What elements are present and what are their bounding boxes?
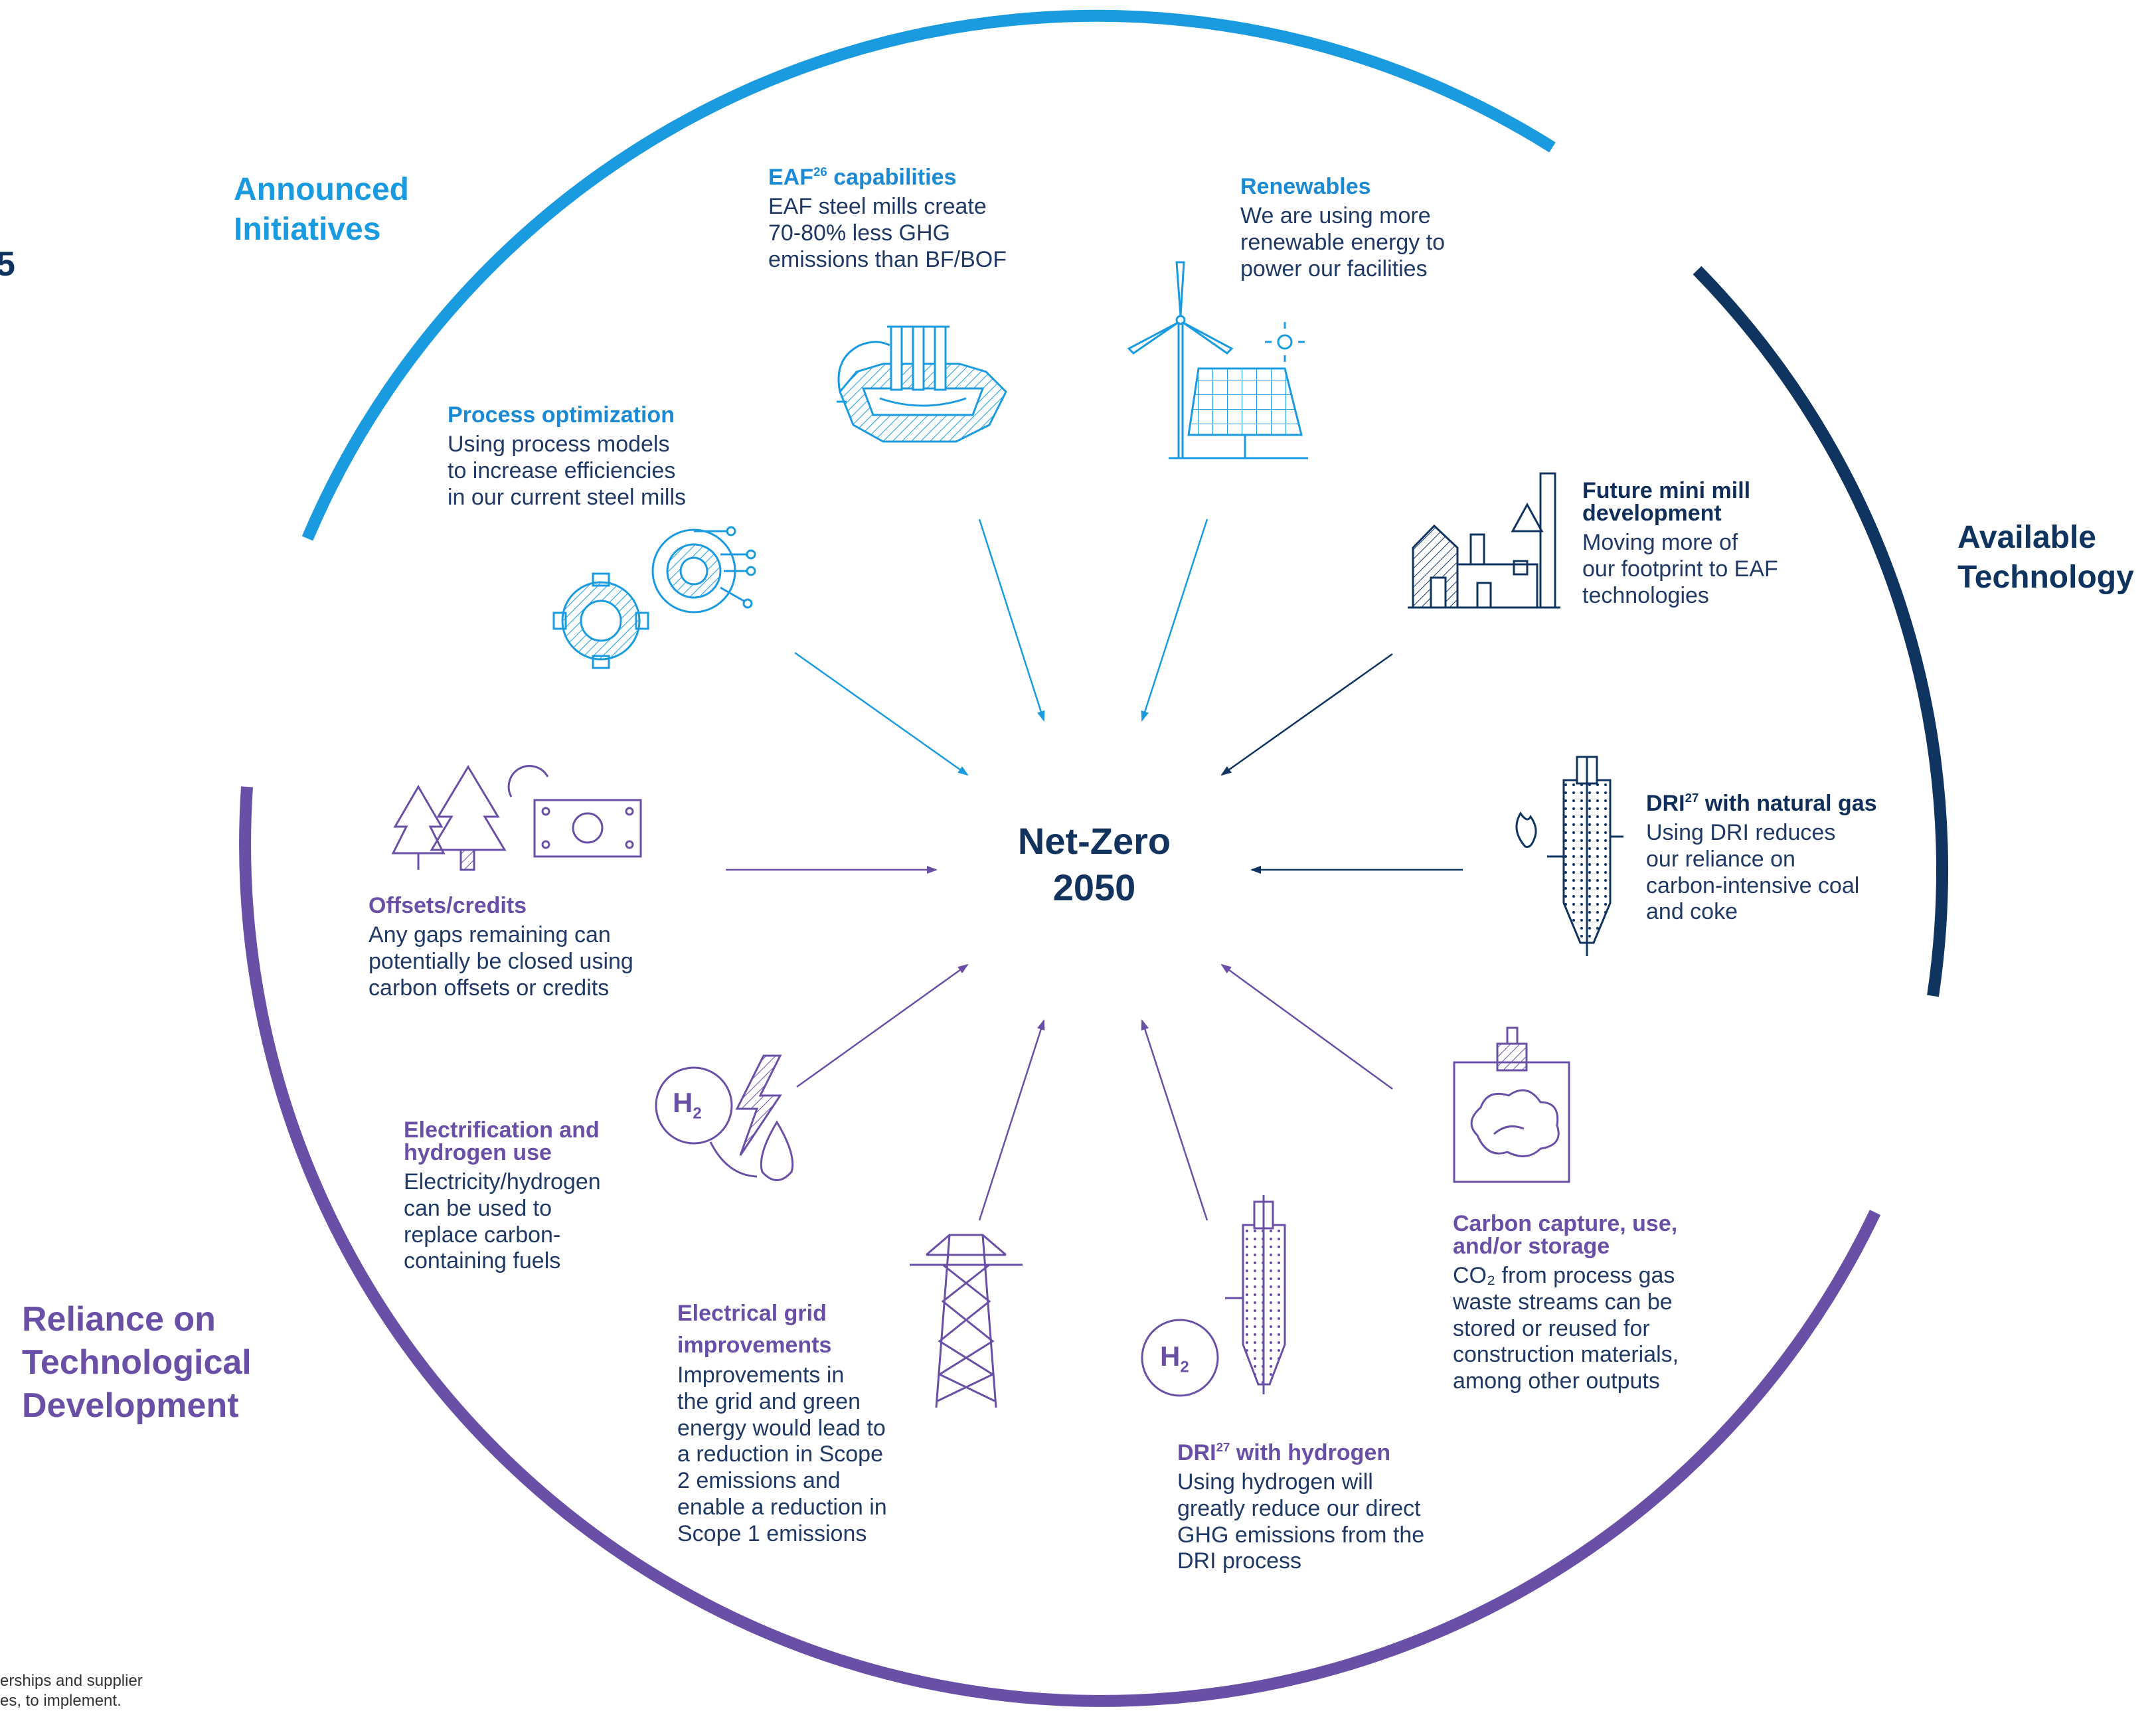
category-available: Available Technology	[1957, 518, 2134, 598]
category-announced-line2: Initiatives	[234, 212, 381, 247]
arrow-dri-h2	[1141, 1019, 1208, 1221]
item-renewables-title: Renewables	[1240, 174, 1371, 199]
center-line1: Net-Zero	[1017, 820, 1171, 862]
item-grid-body: Improvements in the grid and green energ…	[677, 1362, 887, 1546]
category-available-line2: Technology	[1957, 560, 2134, 595]
item-process-body: Using process models to increase efficie…	[448, 432, 687, 510]
item-electrification-body: Electricity/hydrogen can be used to repl…	[404, 1169, 601, 1274]
category-announced: Announced Initiatives	[234, 170, 409, 250]
category-announced-line1: Announced	[234, 172, 409, 207]
arrow-process	[794, 651, 969, 776]
category-reliance-line2: Technological	[22, 1343, 252, 1382]
category-reliance-line1: Reliance on	[22, 1300, 216, 1339]
category-available-line1: Available	[1957, 520, 2096, 555]
item-eaf-body: EAF steel mills create 70-80% less GHG e…	[768, 194, 1007, 272]
carbon-capture-icon	[1453, 1026, 1570, 1183]
arrow-renewables	[1141, 519, 1208, 722]
arrow-minimill	[1220, 653, 1393, 776]
trees-money-icon	[391, 765, 642, 871]
footnote-line1: erships and supplier	[0, 1672, 143, 1690]
arrow-eaf	[978, 519, 1045, 722]
factory-icon	[1408, 472, 1560, 609]
arrow-grid	[978, 1019, 1045, 1221]
item-ccus-title: Carbon capture, use, and/or storage	[1453, 1211, 1678, 1259]
dri-flame-icon	[1515, 756, 1623, 956]
item-electrification-title: Electrification and hydrogen use	[404, 1117, 600, 1165]
category-reliance-line3: Development	[22, 1386, 239, 1425]
item-dri-gas-title: DRI27 with natural gas	[1646, 790, 1877, 816]
item-grid-title: Electrical grid improvements	[677, 1301, 832, 1358]
furnace-icon	[837, 325, 1007, 443]
footnote-line2: es, to implement.	[0, 1692, 122, 1710]
item-renewables: Renewables We are using more renewable e…	[1240, 175, 1445, 282]
item-offsets-body: Any gaps remaining can potentially be cl…	[369, 922, 633, 1001]
item-ccus: Carbon capture, use, and/or storage CO₂ …	[1453, 1212, 1679, 1395]
announced-arc	[301, 9, 1556, 541]
available-arc	[1693, 266, 1948, 997]
item-ccus-body: CO₂ from process gas waste streams can b…	[1453, 1263, 1679, 1394]
center-line2: 2050	[1052, 866, 1136, 908]
footnote: erships and supplier es, to implement.	[0, 1671, 143, 1711]
wind-solar-icon	[1127, 261, 1308, 459]
item-grid: Electrical grid improvements Improvement…	[677, 1298, 887, 1548]
item-renewables-body: We are using more renewable energy to po…	[1240, 203, 1446, 282]
item-offsets-title: Offsets/credits	[369, 893, 527, 918]
item-minimill: Future mini mill development Moving more…	[1582, 479, 1778, 609]
item-dri-h2-title: DRI27 with hydrogen	[1177, 1439, 1391, 1465]
category-reliance: Reliance on Technological Development	[22, 1298, 252, 1428]
h2-badge-dri: H2	[1160, 1341, 1189, 1376]
item-dri-h2: DRI27 with hydrogen Using hydrogen will …	[1177, 1441, 1424, 1575]
h2-badge-electrification: H2	[673, 1087, 702, 1123]
h2-lightning-icon	[655, 1054, 794, 1181]
item-electrification: Electrification and hydrogen use Electri…	[404, 1119, 601, 1275]
gears-icon	[552, 526, 756, 669]
left-edge-fragment: 5	[0, 245, 15, 284]
reliance-arc	[239, 786, 1881, 1707]
item-process: Process optimization Using process model…	[448, 404, 686, 511]
item-eaf-title: EAF26 capabilities	[768, 164, 957, 190]
item-minimill-title: Future mini mill development	[1582, 478, 1751, 526]
item-minimill-body: Moving more of our footprint to EAF tech…	[1582, 530, 1778, 608]
center-title: Net-Zero 2050	[996, 818, 1193, 911]
item-eaf: EAF26 capabilities EAF steel mills creat…	[768, 164, 1007, 273]
arrow-ccus	[1220, 963, 1393, 1090]
power-tower-icon	[910, 1234, 1023, 1408]
arrow-electrification	[796, 963, 969, 1088]
item-process-title: Process optimization	[448, 402, 675, 428]
item-dri-gas: DRI27 with natural gas Using DRI reduces…	[1646, 790, 1877, 926]
dri-h2-icon	[1141, 1195, 1286, 1397]
item-dri-h2-body: Using hydrogen will greatly reduce our d…	[1177, 1469, 1425, 1574]
item-offsets: Offsets/credits Any gaps remaining can p…	[369, 894, 633, 1001]
item-dri-gas-body: Using DRI reduces our reliance on carbon…	[1646, 820, 1860, 925]
